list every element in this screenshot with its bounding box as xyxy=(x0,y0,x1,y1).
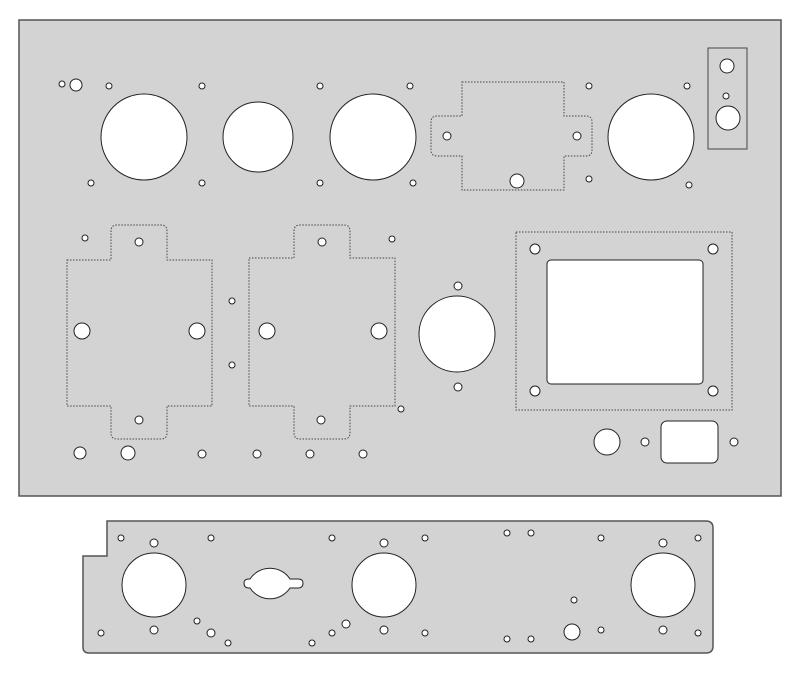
mounting-hole xyxy=(206,628,216,638)
mounting-hole xyxy=(134,237,144,247)
mounting-hole xyxy=(197,449,207,459)
mounting-hole xyxy=(597,534,605,542)
wire-pass-hole xyxy=(509,173,525,189)
mounting-hole xyxy=(421,629,429,637)
wire-pass-hole xyxy=(188,322,206,340)
fuse-hole xyxy=(715,105,741,131)
fuse-holder-outline xyxy=(707,47,748,150)
mounting-hole xyxy=(597,626,605,634)
mounting-hole xyxy=(379,538,389,548)
large-socket-hole xyxy=(630,552,696,618)
mounting-hole xyxy=(527,529,535,537)
mounting-hole xyxy=(358,449,368,459)
mounting-hole xyxy=(729,437,739,447)
mounting-hole xyxy=(722,92,730,100)
mounting-hole xyxy=(81,234,89,242)
mounting-hole xyxy=(69,78,83,92)
mounting-hole xyxy=(120,445,136,461)
mounting-hole xyxy=(694,534,702,542)
mounting-hole xyxy=(252,449,262,459)
mounting-hole xyxy=(105,82,113,90)
large-socket-hole xyxy=(351,552,417,618)
mounting-hole xyxy=(527,635,535,643)
mounting-hole xyxy=(707,243,719,255)
wire-pass-hole xyxy=(258,322,276,340)
mounting-hole xyxy=(224,639,232,647)
mounting-hole xyxy=(585,82,593,90)
mounting-hole xyxy=(316,82,324,90)
switch-hole xyxy=(593,428,621,456)
mounting-hole xyxy=(529,385,541,397)
mounting-hole xyxy=(117,534,125,542)
mounting-hole xyxy=(503,529,511,537)
mounting-hole xyxy=(453,281,463,291)
mounting-hole xyxy=(379,625,389,635)
output-transformer-footprint xyxy=(248,224,396,440)
mounting-hole xyxy=(228,297,236,305)
mounting-hole xyxy=(503,635,511,643)
mounting-hole xyxy=(341,619,351,629)
mounting-hole xyxy=(409,179,417,187)
mounting-hole xyxy=(707,385,719,397)
mounting-hole xyxy=(193,617,201,625)
power-inlet-cutout xyxy=(660,420,719,464)
mounting-hole xyxy=(570,596,578,604)
bottom-plate xyxy=(82,520,714,654)
large-socket-hole xyxy=(329,93,417,181)
large-socket-hole xyxy=(100,93,188,181)
mounting-hole xyxy=(317,237,327,247)
power-transformer-footprint xyxy=(515,231,733,411)
mounting-hole xyxy=(406,82,414,90)
wire-pass-hole xyxy=(370,322,388,340)
keyed-pot-hole xyxy=(243,567,304,600)
mounting-hole xyxy=(207,534,215,542)
mounting-hole xyxy=(585,175,593,183)
mounting-hole xyxy=(198,82,206,90)
mounting-hole xyxy=(228,361,236,369)
fuse-hole xyxy=(719,58,735,74)
mounting-hole xyxy=(529,243,541,255)
mounting-hole xyxy=(305,449,315,459)
mounting-hole xyxy=(442,131,452,141)
mounting-hole xyxy=(658,625,668,635)
mounting-hole xyxy=(149,538,159,548)
wire-pass-hole xyxy=(73,322,91,340)
mounting-hole xyxy=(87,179,95,187)
mounting-hole xyxy=(421,534,429,542)
large-socket-hole xyxy=(222,101,294,173)
mounting-hole xyxy=(328,629,336,637)
mounting-hole xyxy=(658,538,668,548)
mounting-hole xyxy=(572,131,582,141)
jack-hole xyxy=(563,623,581,641)
large-socket-hole xyxy=(418,295,496,373)
transformer-window xyxy=(546,259,704,385)
mounting-hole xyxy=(388,235,396,243)
mounting-hole xyxy=(316,179,324,187)
mounting-hole xyxy=(134,415,144,425)
mounting-hole xyxy=(97,629,105,637)
large-socket-hole xyxy=(121,552,187,618)
top-plate xyxy=(18,19,782,497)
large-socket-hole xyxy=(607,93,695,181)
mounting-hole xyxy=(453,382,463,392)
mounting-hole xyxy=(58,80,66,88)
mounting-hole xyxy=(685,181,693,189)
transformer-footprint xyxy=(430,81,593,191)
mounting-hole xyxy=(73,446,87,460)
mounting-hole xyxy=(198,179,206,187)
mounting-hole xyxy=(640,437,650,447)
mounting-hole xyxy=(149,625,159,635)
mounting-hole xyxy=(397,405,405,413)
mounting-hole xyxy=(328,534,336,542)
mounting-hole xyxy=(683,82,691,90)
mounting-hole xyxy=(694,629,702,637)
mounting-hole xyxy=(316,415,326,425)
mounting-hole xyxy=(308,639,316,647)
